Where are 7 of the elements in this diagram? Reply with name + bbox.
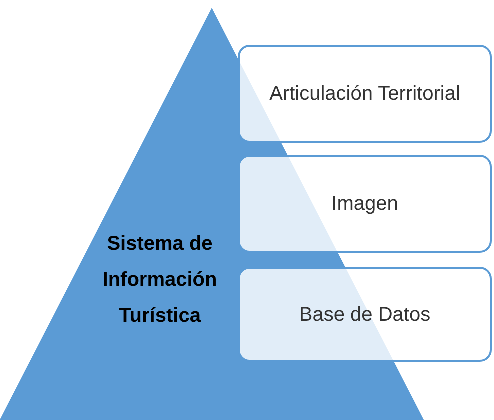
tier-label: Imagen	[332, 192, 398, 217]
tier-label: Base de Datos	[299, 302, 431, 328]
tier-box	[238, 155, 492, 253]
tier-box	[238, 45, 492, 143]
tier-label: Articulación Territorial	[270, 82, 460, 107]
pyramid-label: Sistema de Información Turística	[102, 232, 218, 329]
tier-box	[238, 267, 492, 362]
